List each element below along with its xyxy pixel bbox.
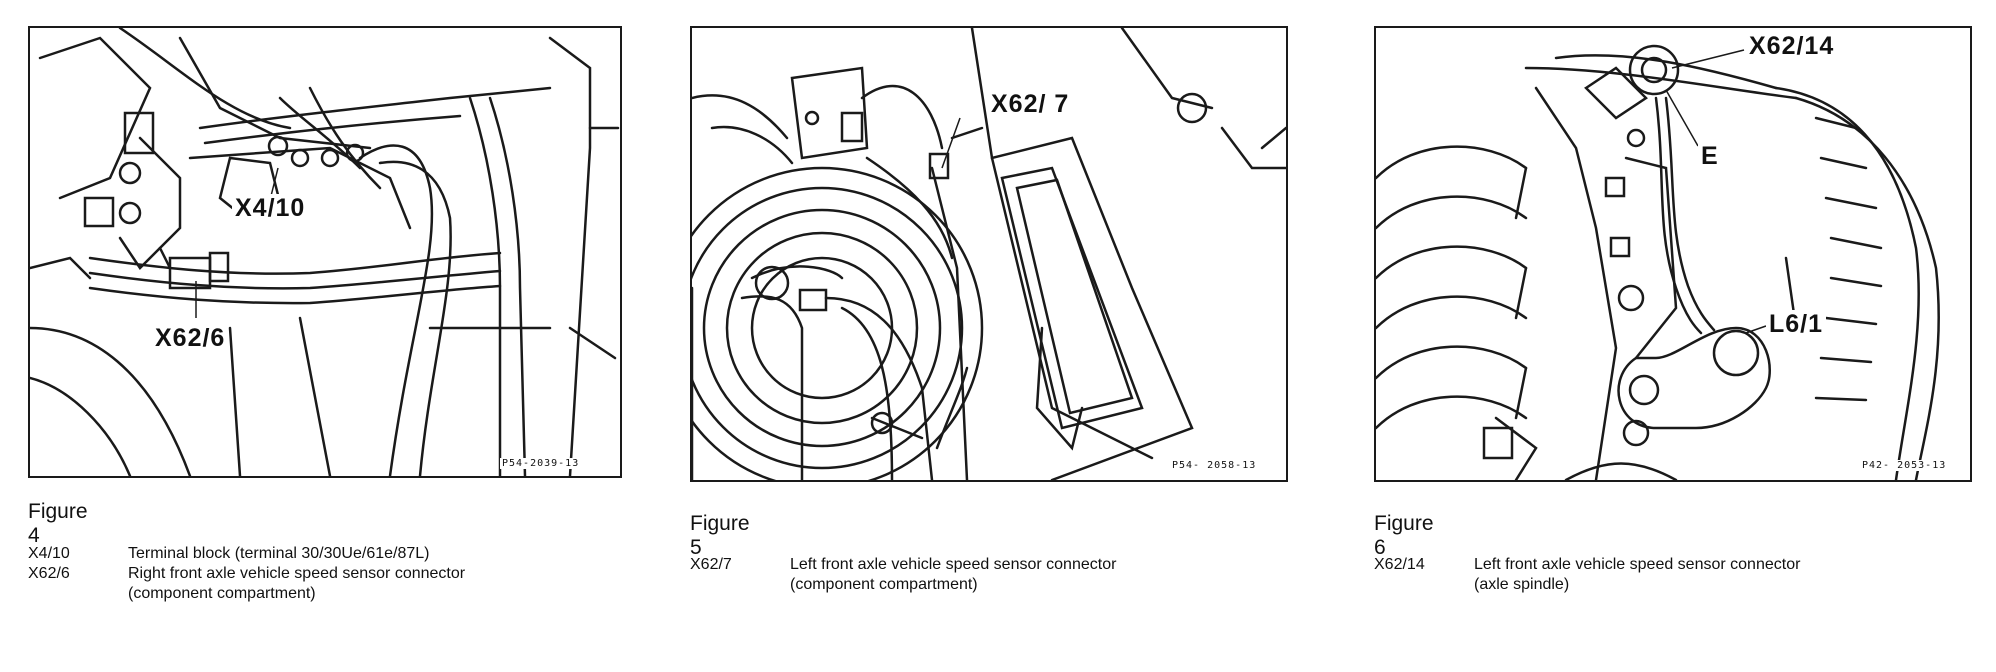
figure-5-legend: X62/7 Left front axle vehicle speed sens… <box>690 555 1280 595</box>
legend-row: X4/10 Terminal block (terminal 30/30Ue/6… <box>28 544 598 564</box>
legend-row: X62/7 Left front axle vehicle speed sens… <box>690 555 1280 595</box>
legend-line: (axle spindle) <box>1474 576 1570 593</box>
legend-row: X62/14 Left front axle vehicle speed sen… <box>1374 555 1968 595</box>
legend-description: Right front axle vehicle speed sensor co… <box>128 564 598 604</box>
figure-code: P54- 2058-13 <box>1170 460 1259 471</box>
legend-description: Left front axle vehicle speed sensor con… <box>1474 555 1968 595</box>
figure-5-illustration: X62/ 7 P54- 2058-13 <box>690 26 1288 482</box>
legend-line: Terminal block (terminal 30/30Ue/61e/87L… <box>128 545 430 562</box>
figure-code: P54-2039-13 <box>500 458 582 469</box>
legend-key: X4/10 <box>28 545 70 562</box>
callout-x62-6: X62/6 <box>152 324 229 352</box>
figure-4-illustration: X4/10 X62/6 P54-2039-13 <box>28 26 622 478</box>
legend-line: (component compartment) <box>128 585 316 602</box>
figure-4-legend: X4/10 Terminal block (terminal 30/30Ue/6… <box>28 544 598 604</box>
figure-6-illustration: X62/14 E L6/1 P42- 2053-13 <box>1374 26 1972 482</box>
figure-6-title: Figure 6 <box>1374 512 1434 559</box>
axle-spindle-sensor-drawing <box>1376 44 1940 480</box>
figure-code: P42- 2053-13 <box>1860 460 1949 471</box>
figure-5-title: Figure 5 <box>690 512 750 559</box>
figure-6-legend: X62/14 Left front axle vehicle speed sen… <box>1374 555 1968 595</box>
engine-bay-wiring-drawing <box>30 28 620 476</box>
brake-booster-compartment-drawing <box>692 28 1286 480</box>
callout-x62-14: X62/14 <box>1746 32 1838 60</box>
legend-line: Right front axle vehicle speed sensor co… <box>128 565 466 582</box>
figure-4-title: Figure 4 <box>28 500 88 547</box>
legend-line: Left front axle vehicle speed sensor con… <box>1474 556 1801 573</box>
callout-e: E <box>1698 142 1722 170</box>
legend-row: X62/6 Right front axle vehicle speed sen… <box>28 564 598 604</box>
legend-line: (component compartment) <box>790 576 978 593</box>
legend-key: X62/6 <box>28 565 70 582</box>
legend-description: Left front axle vehicle speed sensor con… <box>790 555 1280 595</box>
callout-l6-1: L6/1 <box>1766 310 1827 338</box>
legend-description: Terminal block (terminal 30/30Ue/61e/87L… <box>128 544 598 564</box>
legend-key: X62/14 <box>1374 556 1425 573</box>
callout-x62-7: X62/ 7 <box>988 90 1073 118</box>
legend-key: X62/7 <box>690 556 732 573</box>
callout-x4-10: X4/10 <box>232 194 309 222</box>
legend-line: Left front axle vehicle speed sensor con… <box>790 556 1117 573</box>
